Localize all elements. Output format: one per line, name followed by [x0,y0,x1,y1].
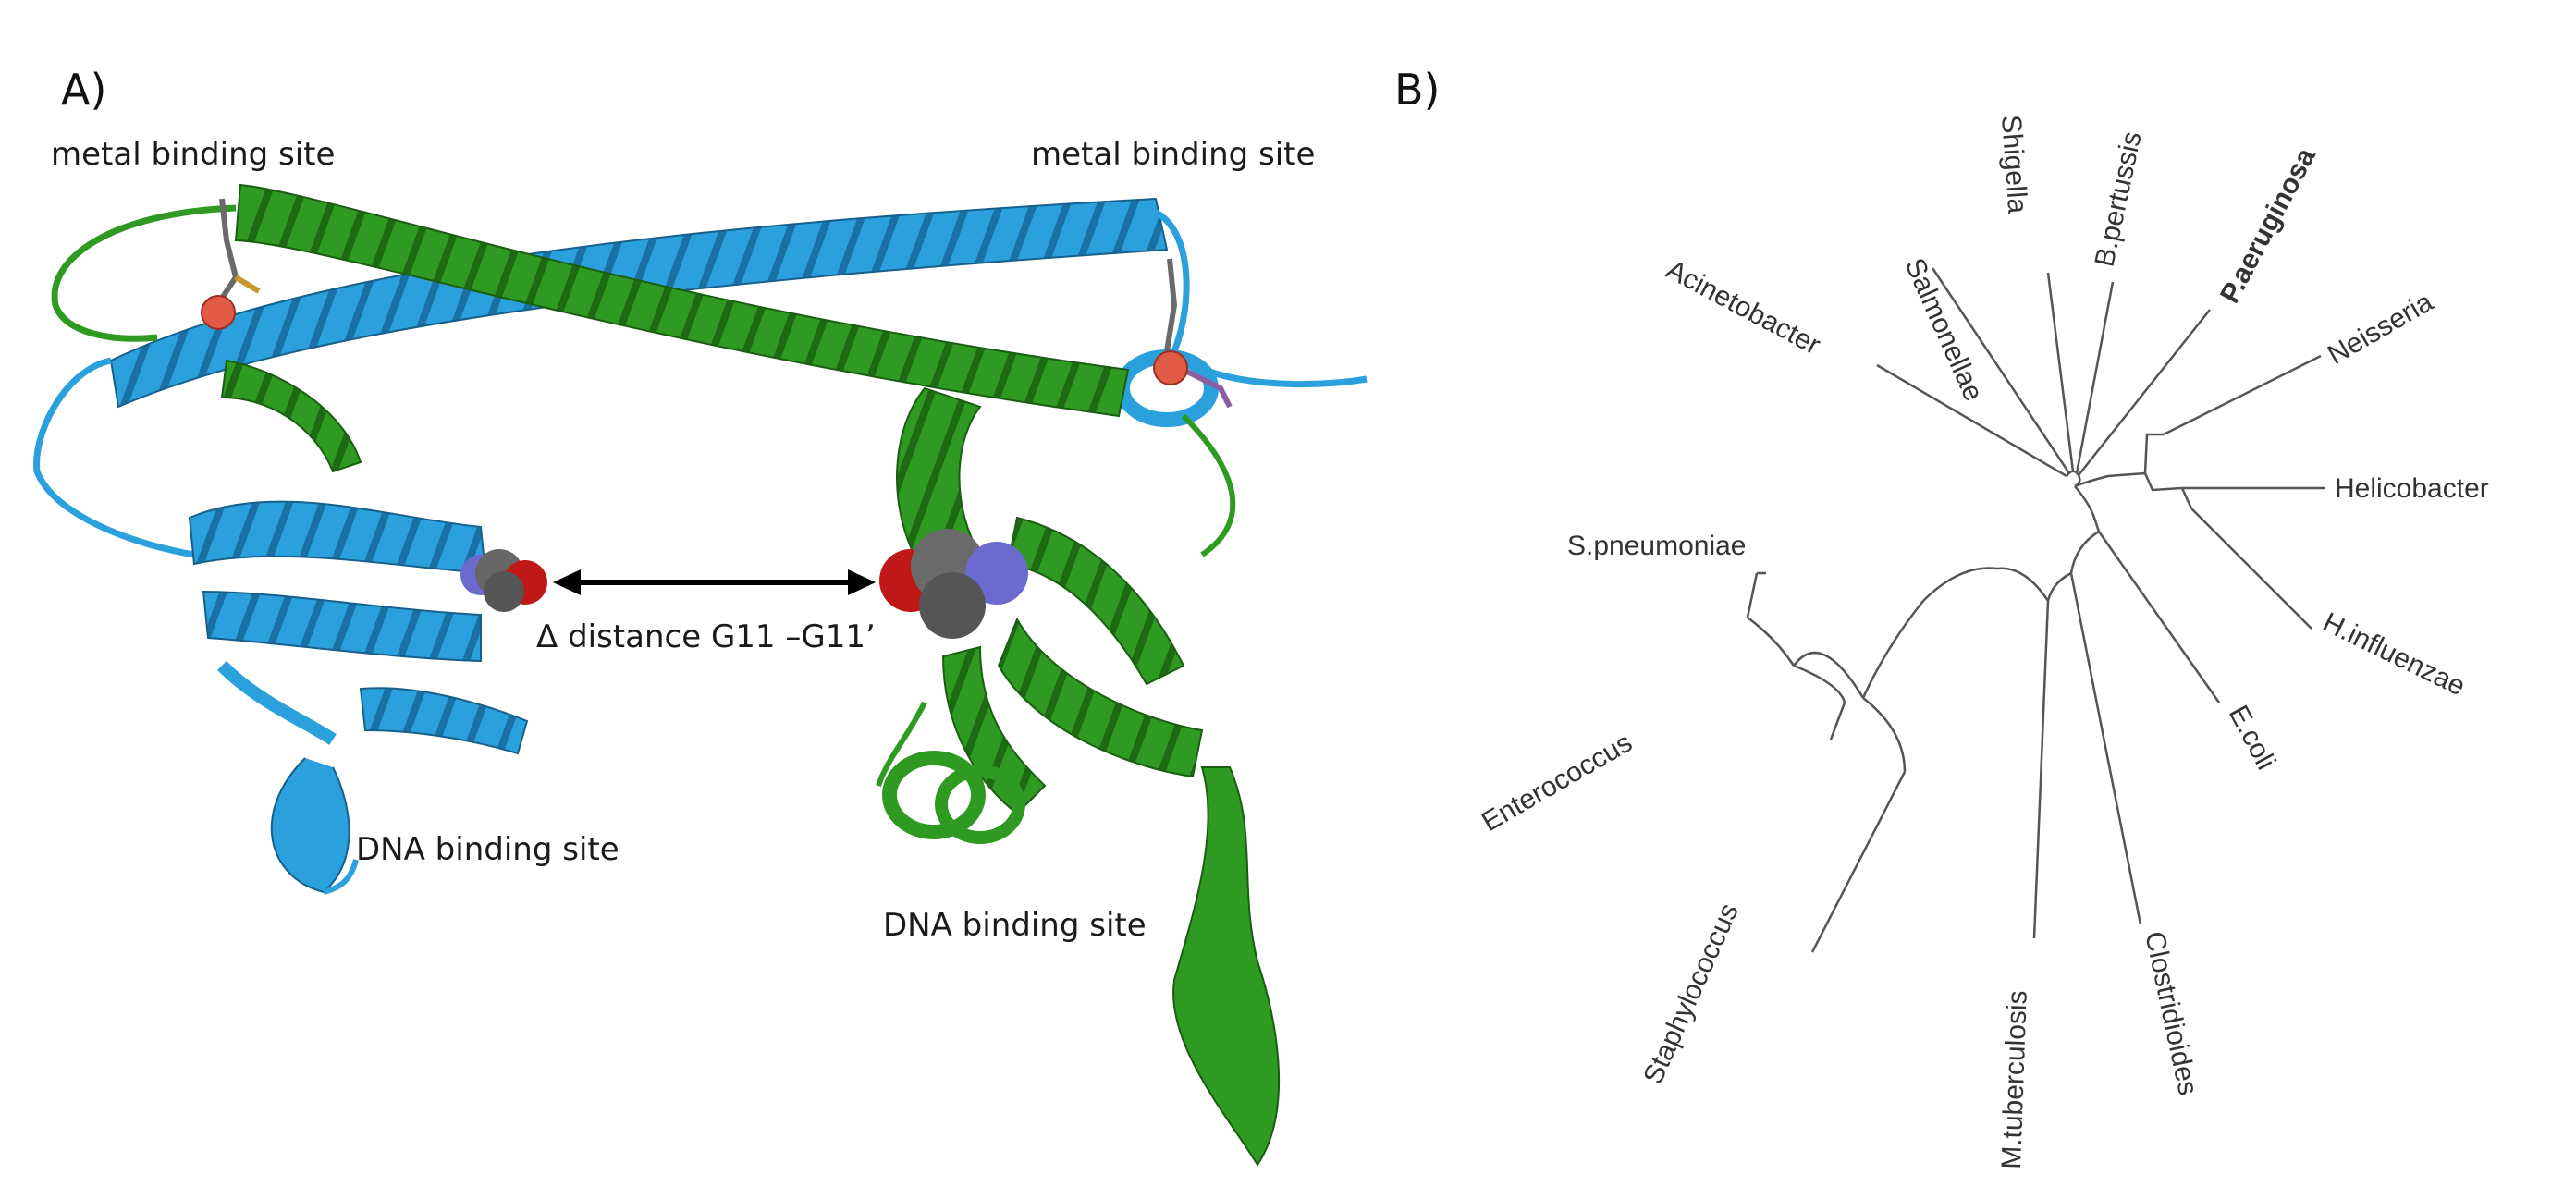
taxon-b-pertussis: B.pertussis [2090,128,2148,269]
panel-a: A) [33,65,1368,1167]
metal-site-left [201,198,261,330]
panel-a-letter: A) [61,65,107,115]
label-dna-site-left: DNA binding site [356,831,619,868]
chain-b-green [51,183,1281,1167]
green-dna-helix [997,617,1204,778]
blue-dna-helix [188,500,487,575]
blue-dna-helix [202,590,482,663]
taxon-p-aeruginosa: P.aeruginosa [2214,143,2322,309]
ligand-stick [1164,258,1178,352]
label-distance: Δ distance G11 –G11’ [536,618,876,655]
blue-beta-strand [270,757,350,894]
taxon-m-tuberculosis: M.tuberculosis [1996,990,2033,1169]
taxon-enterococcus: Enterococcus [1477,728,1638,838]
blue-long-helix [109,197,1169,409]
green-long-helix [234,183,1130,418]
blue-dna-helix [359,687,529,755]
distance-arrow [553,569,876,595]
taxon-h-influenzae: H.influenzae [2318,607,2470,703]
g11-left [460,549,547,612]
green-dna-helix [1006,516,1185,686]
atom-carbon [919,572,986,639]
blue-dna-helix [217,661,337,745]
green-short-helix [220,359,362,473]
taxon-helicobacter: Helicobacter [2335,473,2489,504]
taxon-e-coli: E.coli [2223,701,2282,775]
protein-structure: metal binding site metal binding site Δ … [33,136,1368,1167]
green-helix-turn [882,751,986,839]
metal-ion [201,295,236,330]
green-helix-turn [935,765,1025,844]
label-metal-site-left: metal binding site [51,136,335,173]
green-coil [876,701,927,787]
taxon-clostridioides: Clostridioides [2139,929,2203,1098]
tree-branches [1746,267,2325,953]
taxon-shigella: Shigella [1995,114,2032,214]
ligand-stick [234,275,261,294]
phylogenetic-tree: Salmonellae Shigella B.pertussis P.aerug… [1477,114,2489,1169]
green-beta-strand [1172,766,1281,1167]
chain-a-blue [33,197,1368,895]
ligand-stick [1182,367,1233,409]
panel-b: B) [1387,0,2576,1199]
label-metal-site-right: metal binding site [1031,136,1315,173]
taxon-acinetobacter: Acinetobacter [1662,254,1825,361]
taxon-s-pneumoniae: S.pneumoniae [1567,531,1746,561]
metal-ion [1153,350,1188,385]
taxon-neisseria: Neisseria [2323,287,2438,371]
green-loop [51,204,237,342]
metal-site-right [1153,258,1233,409]
blue-coil [33,357,195,558]
blue-coil [323,859,359,895]
panel-b-letter: B) [1394,65,1441,115]
green-coil [1181,413,1236,557]
g11-right [879,529,1028,639]
label-dna-site-right: DNA binding site [883,907,1147,944]
ligand-stick [215,198,239,307]
taxon-salmonellae: Salmonellae [1899,253,1989,405]
taxa-labels: Salmonellae Shigella B.pertussis P.aerug… [1477,114,2489,1169]
atom-carbon [484,571,524,612]
taxon-staphylococcus: Staphylococcus [1638,899,1745,1088]
